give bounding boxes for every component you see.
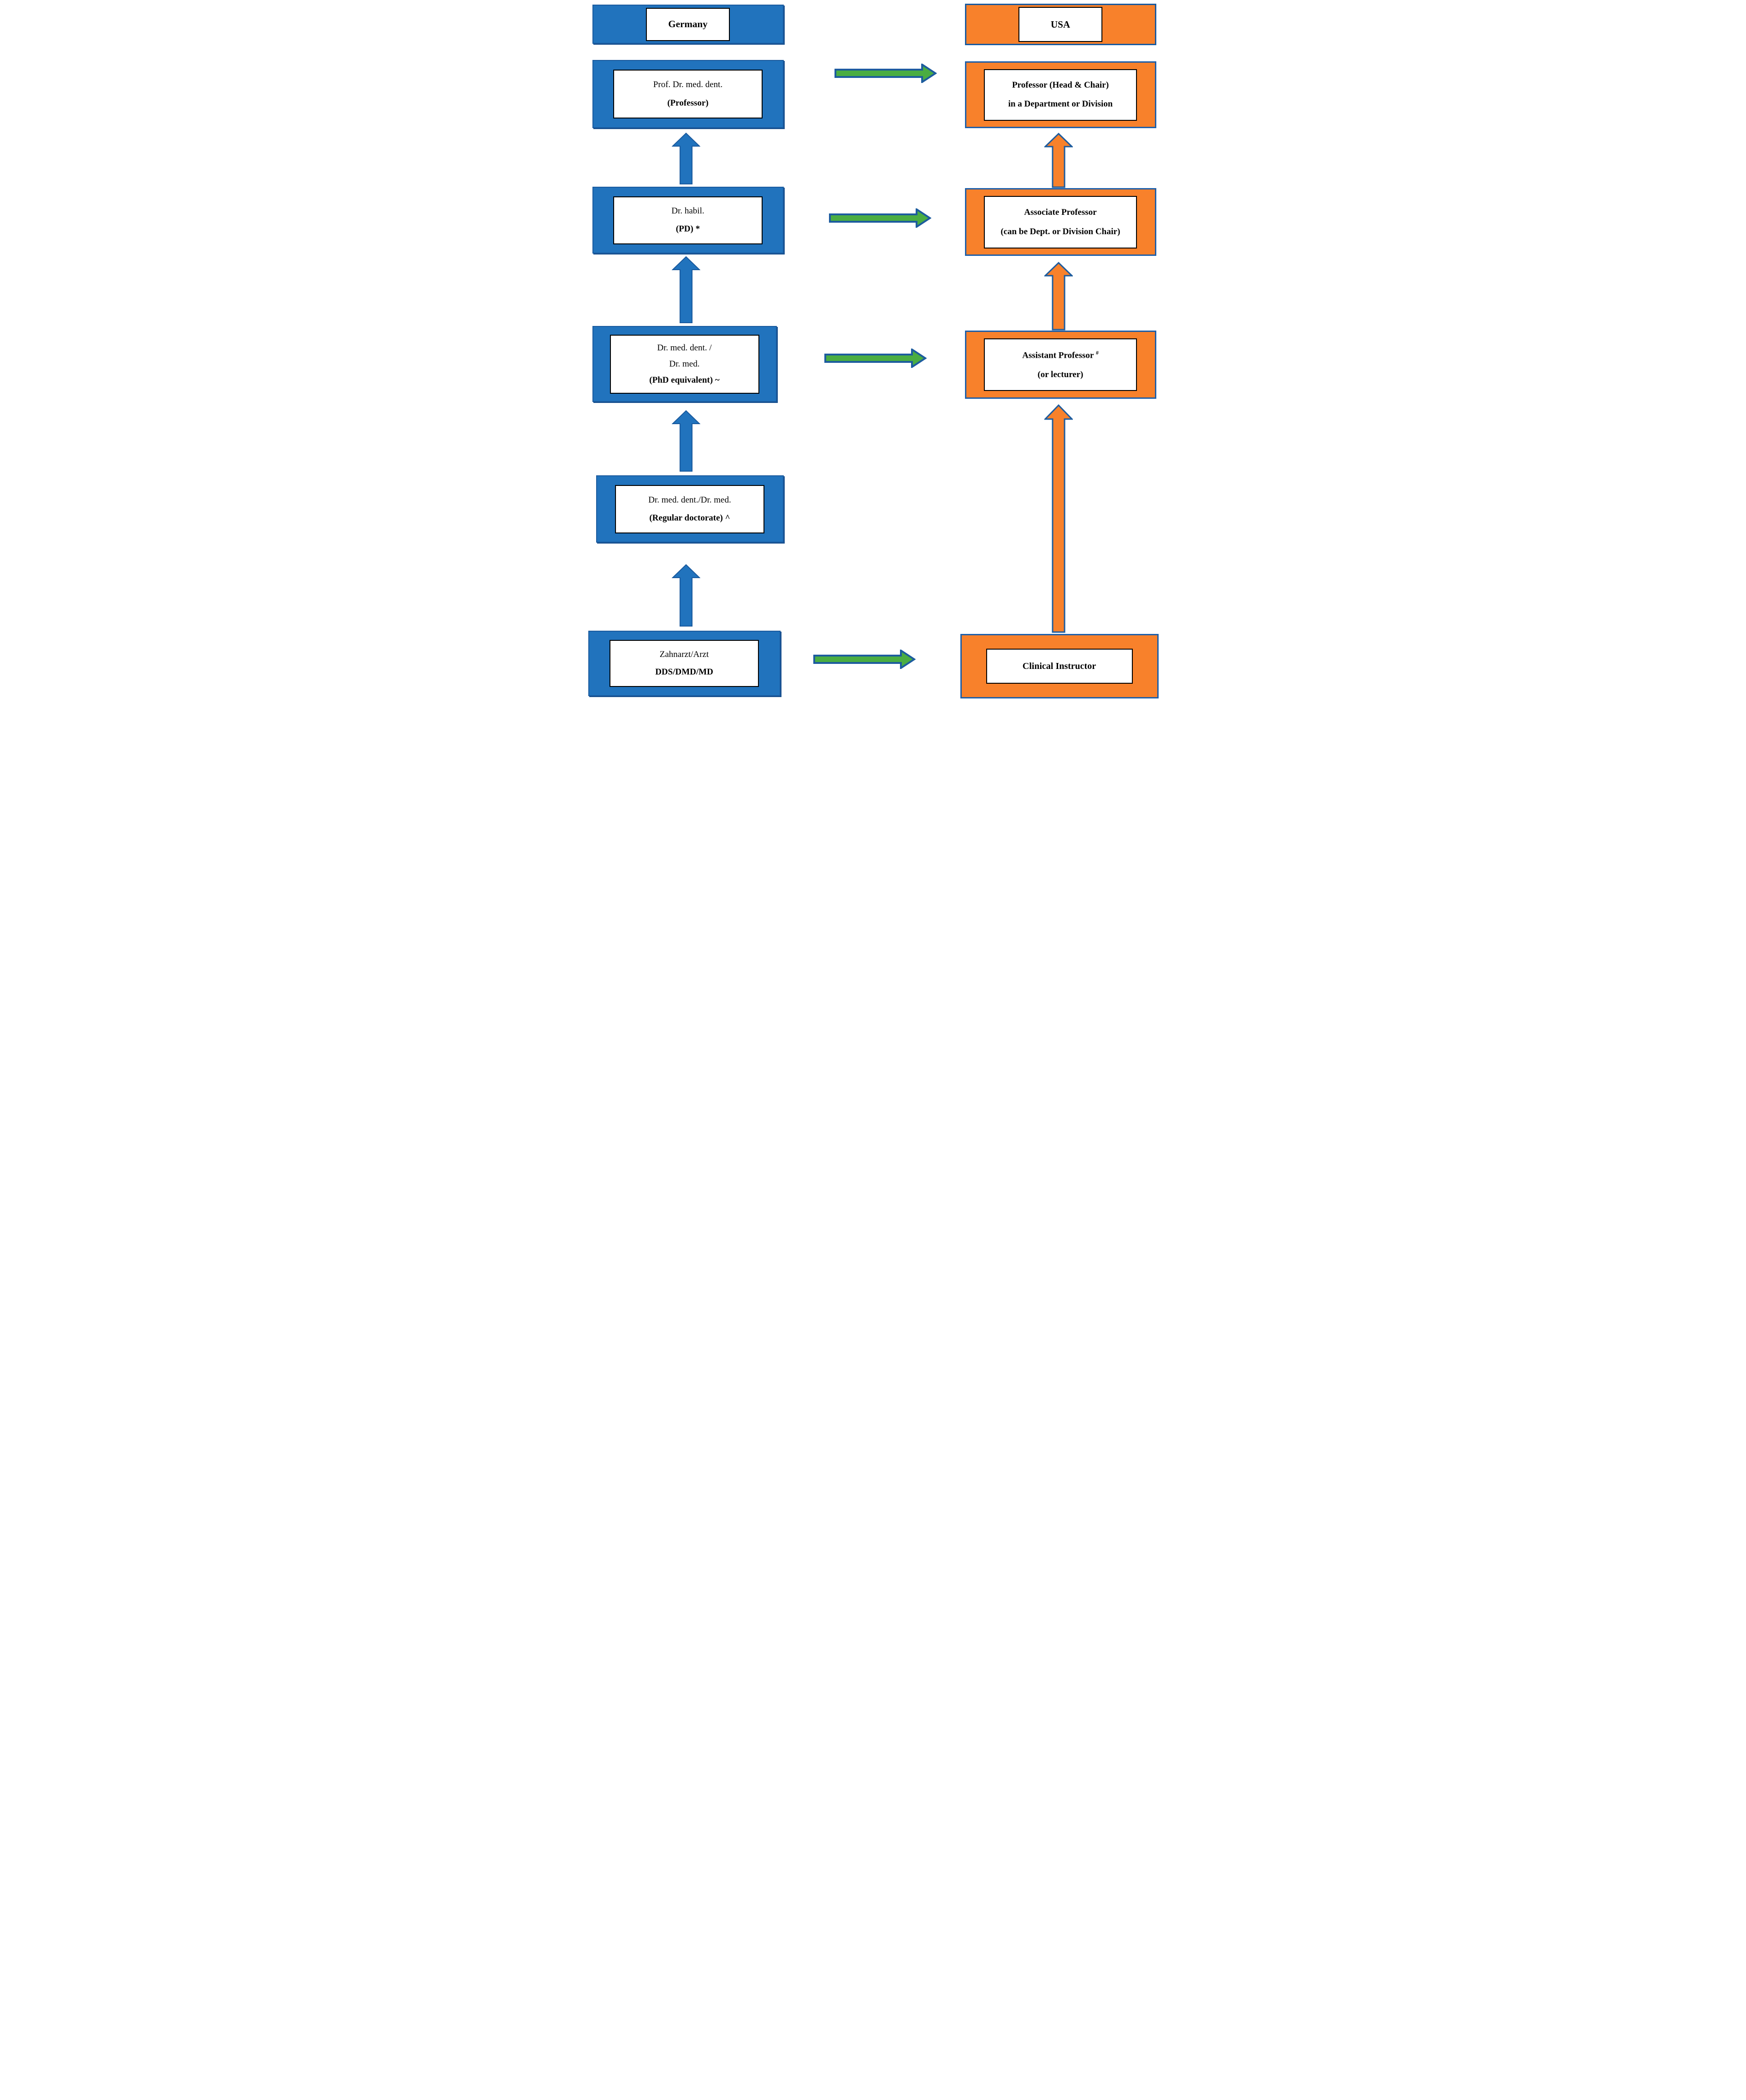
box-label: (Regular doctorate) ^ bbox=[649, 513, 730, 523]
up-arrow-icon bbox=[671, 256, 700, 324]
box-phd-equivalent: Dr. med. dent. / Dr. med. (PhD equivalen… bbox=[592, 326, 777, 402]
germany-header: Germany bbox=[592, 5, 784, 44]
box-label: Assistant Professor # bbox=[1022, 349, 1099, 361]
right-arrow-icon bbox=[834, 64, 937, 83]
right-arrow-icon bbox=[813, 650, 916, 669]
box-label: Prof. Dr. med. dent. bbox=[653, 80, 723, 90]
box-dr-habil: Dr. habil. (PD) * bbox=[592, 187, 784, 254]
box-assistant-professor: Assistant Professor # (or lecturer) bbox=[965, 331, 1156, 399]
box-label: Zahnarzt/Arzt bbox=[659, 650, 709, 660]
superscript-symbol: # bbox=[1095, 349, 1099, 356]
usa-header: USA bbox=[965, 4, 1156, 45]
box-label: DDS/DMD/MD bbox=[655, 667, 713, 677]
box-label: Dr. med. dent./Dr. med. bbox=[648, 495, 731, 505]
box-zahnarzt: Zahnarzt/Arzt DDS/DMD/MD bbox=[588, 631, 781, 696]
box-associate-professor: Associate Professor (can be Dept. or Div… bbox=[965, 188, 1156, 256]
box-professor-us: Professor (Head & Chair) in a Department… bbox=[965, 61, 1156, 128]
box-professor-de: Prof. Dr. med. dent. (Professor) bbox=[592, 60, 784, 128]
up-arrow-icon bbox=[671, 410, 700, 472]
up-arrow-icon bbox=[671, 564, 700, 627]
germany-header-label: Germany bbox=[668, 18, 708, 30]
usa-header-label: USA bbox=[1050, 18, 1070, 30]
box-label: (PD) * bbox=[675, 224, 700, 234]
box-label: Dr. med. dent. / bbox=[657, 343, 712, 353]
box-regular-doctorate: Dr. med. dent./Dr. med. (Regular doctora… bbox=[596, 475, 784, 543]
box-label: (or lecturer) bbox=[1037, 369, 1083, 379]
up-arrow-icon bbox=[1044, 404, 1073, 633]
right-arrow-icon bbox=[829, 208, 931, 228]
box-label: Professor (Head & Chair) bbox=[1012, 80, 1109, 90]
up-arrow-icon bbox=[671, 132, 700, 185]
box-label: in a Department or Division bbox=[1008, 99, 1113, 109]
up-arrow-icon bbox=[1044, 133, 1073, 188]
box-label: Associate Professor bbox=[1024, 207, 1097, 217]
germany-usa-academic-rank-flowchart: Germany Prof. Dr. med. dent. (Professor)… bbox=[582, 0, 1164, 700]
box-label: Dr. med. bbox=[669, 359, 700, 369]
box-label: Clinical Instructor bbox=[1022, 661, 1096, 671]
box-label: (PhD equivalent) ~ bbox=[649, 375, 720, 385]
box-label: (can be Dept. or Division Chair) bbox=[1000, 226, 1120, 237]
box-label: Dr. habil. bbox=[671, 206, 704, 216]
box-label: (Professor) bbox=[667, 98, 709, 108]
right-arrow-icon bbox=[824, 349, 927, 368]
up-arrow-icon bbox=[1044, 262, 1073, 331]
box-clinical-instructor: Clinical Instructor bbox=[960, 634, 1159, 698]
